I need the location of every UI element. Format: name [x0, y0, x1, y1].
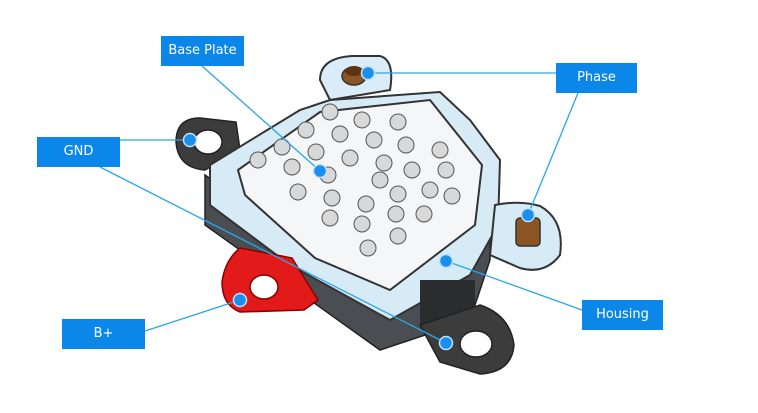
- marker-phase-right: [520, 207, 536, 223]
- marker-base-plate: [312, 163, 328, 179]
- label-gnd: GND: [37, 137, 120, 167]
- pin-array: [249, 103, 461, 257]
- leader-lines: [99, 65, 583, 344]
- housing-body: [204, 90, 502, 351]
- marker-gnd-bottom: [438, 335, 454, 351]
- marker-gnd-left: [182, 132, 198, 148]
- callout-markers: [182, 65, 536, 351]
- marker-b-plus: [232, 292, 248, 308]
- marker-housing: [438, 253, 454, 269]
- label-b-plus: B+: [62, 319, 145, 349]
- phase-right-tab: [488, 201, 562, 271]
- gnd-bottom-tab: [418, 304, 515, 375]
- label-phase: Phase: [556, 63, 637, 93]
- label-housing: Housing: [582, 300, 663, 330]
- marker-phase-top: [360, 65, 376, 81]
- phase-top-tab: [318, 55, 393, 102]
- label-base-plate: Base Plate: [161, 36, 244, 66]
